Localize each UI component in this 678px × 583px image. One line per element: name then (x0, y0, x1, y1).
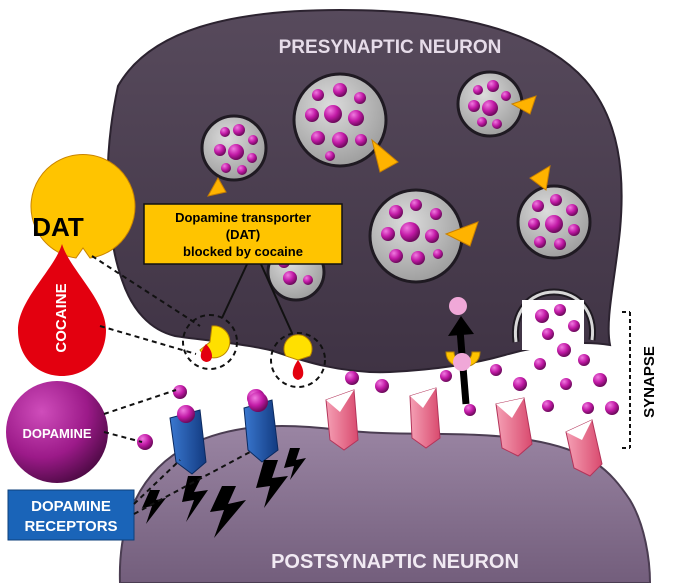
legend-connectors (91, 255, 251, 515)
callout-line-1: Dopamine transporter (175, 210, 311, 225)
blocked-dat-2 (270, 332, 326, 388)
reuptake-transporter (445, 297, 481, 405)
receptor (409, 387, 441, 449)
legend-dat: DAT (30, 154, 136, 259)
legend-cocaine-label: COCAINE (53, 283, 70, 352)
vesicle (516, 165, 592, 260)
legend-dopamine-label: DOPAMINE (22, 426, 91, 441)
signal-bolts (142, 448, 306, 538)
synapse-label: SYNAPSE (641, 346, 658, 418)
fusing-vesicle (511, 288, 597, 350)
receptor (495, 397, 533, 457)
vesicle (292, 72, 399, 173)
blocked-dat-1 (182, 314, 238, 370)
callout-box: Dopamine transporter (DAT) blocked by co… (143, 203, 343, 265)
dopamine-receptor (243, 392, 279, 463)
synapse-bracket: SYNAPSE (622, 311, 658, 449)
postsynaptic-neuron (118, 424, 652, 583)
dopamine-molecules (137, 343, 619, 450)
receptor (325, 389, 359, 451)
legend-receptors: DOPAMINE RECEPTORS (7, 489, 135, 541)
legend-dat-label: DAT (32, 212, 84, 242)
legend-dopamine: DOPAMINE (6, 381, 108, 483)
receptor (565, 419, 603, 477)
legend-cocaine: COCAINE (18, 244, 106, 376)
callout-pointer (259, 261, 293, 334)
vesicle (368, 188, 479, 284)
callout-line-3: blocked by cocaine (183, 244, 303, 259)
vesicle (200, 114, 268, 197)
legend-receptors-line-2: RECEPTORS (24, 518, 117, 535)
callout-pointer (221, 261, 249, 319)
callout-line-2: (DAT) (226, 227, 260, 242)
vesicle (456, 70, 537, 138)
legend-receptors-line-1: DOPAMINE (31, 498, 111, 515)
dopamine-receptor (169, 405, 207, 475)
presynaptic-label: PRESYNAPTIC NEURON (279, 37, 502, 58)
postsynaptic-label: POSTSYNAPTIC NEURON (271, 551, 519, 573)
